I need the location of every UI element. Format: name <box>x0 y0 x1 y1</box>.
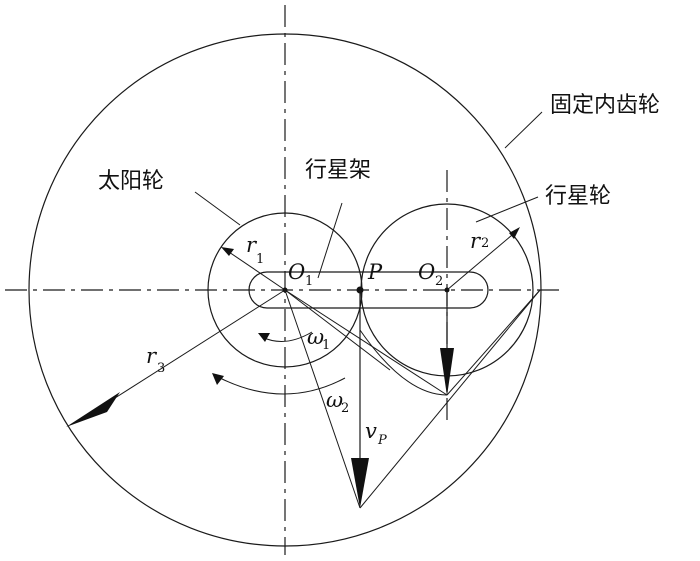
sun-gear-leader <box>194 191 241 226</box>
r3-radius-line <box>114 289 286 399</box>
omega1-subscript: 1 <box>322 338 330 353</box>
o1-subscript: 1 <box>305 274 313 289</box>
planet-velocity-line-b <box>446 289 541 396</box>
sun-velocity-line <box>284 289 361 509</box>
vp-subscript: P <box>377 433 387 448</box>
vp-symbol: v <box>365 419 377 443</box>
ring-gear-leader <box>504 111 543 149</box>
r2-radius-line <box>446 229 519 291</box>
planet-gear-leader <box>475 196 539 223</box>
o1-symbol: O <box>288 260 305 284</box>
r2-symbol: r <box>470 229 482 253</box>
omega1-arrowhead <box>258 333 270 342</box>
carrier-velocity-line-a <box>284 289 448 396</box>
planet-velocity-line <box>359 289 541 509</box>
r2-arrowhead <box>509 227 520 239</box>
planet-gear-label: 行星轮 <box>545 184 611 209</box>
omega1-symbol: ω <box>307 325 324 349</box>
carrier-velocity-line-b <box>284 289 391 371</box>
velocity-curve <box>359 329 448 396</box>
r1-symbol: r <box>246 233 258 257</box>
sun-gear-label: 太阳轮 <box>98 169 164 194</box>
vp-arrowhead <box>351 458 369 508</box>
planet-carrier-label: 行星架 <box>305 158 371 183</box>
p-symbol: P <box>367 260 383 284</box>
omega2-arrowhead <box>212 373 224 385</box>
o2-symbol: O <box>418 260 435 284</box>
r1-arrowhead <box>221 247 234 256</box>
fixed-ring-gear-label: 固定内齿轮 <box>550 93 660 118</box>
omega2-symbol: ω <box>326 388 343 412</box>
r3-arrowhead <box>66 392 120 427</box>
carrier-leader <box>317 202 343 279</box>
o2-subscript: 2 <box>435 274 443 289</box>
omega2-subscript: 2 <box>341 401 349 416</box>
omega2-arc <box>219 377 346 395</box>
r1-subscript: 1 <box>256 252 264 267</box>
r3-symbol: r <box>146 344 158 368</box>
r1-radius-line <box>225 249 286 291</box>
r3-subscript: 3 <box>157 361 165 376</box>
planet-carrier-slot <box>248 271 489 309</box>
o2-velocity-arrowhead <box>440 348 454 396</box>
r2-subscript: 2 <box>481 236 489 251</box>
fixed-ring-gear-circle <box>28 33 542 547</box>
